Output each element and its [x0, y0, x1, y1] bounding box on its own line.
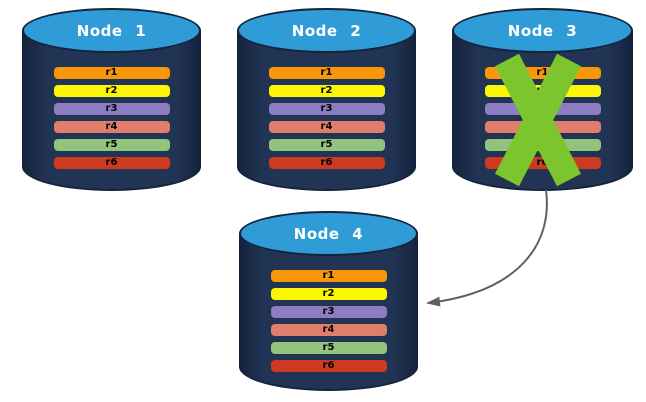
cylinder-top: Node 1 — [22, 8, 201, 53]
replica-row: r6 — [268, 157, 385, 169]
replica-row: r3 — [268, 103, 385, 115]
row-label: r2 — [105, 85, 118, 96]
replica-row: r2 — [268, 85, 385, 97]
row-label: r1 — [320, 67, 333, 78]
row-stack: r1 r2 r3 r4 r5 r6 — [22, 67, 201, 169]
replica-row: r5 — [270, 342, 387, 354]
replica-row: r6 — [270, 360, 387, 372]
database-node: Node 2 r1 r2 r3 r4 r5 r6 — [237, 8, 416, 191]
replica-row: r4 — [270, 324, 387, 336]
cylinder-top: Node 4 — [239, 211, 418, 256]
row-label: r3 — [320, 103, 333, 114]
row-stack: r1 r2 r3 r4 r5 r6 — [239, 270, 418, 372]
row-label: r5 — [105, 139, 118, 150]
replica-row: r6 — [53, 157, 170, 169]
row-label: r2 — [322, 288, 335, 299]
replica-row: r3 — [270, 306, 387, 318]
node-title: Node 4 — [293, 224, 364, 243]
replica-row: r4 — [53, 121, 170, 133]
replica-row: r3 — [53, 103, 170, 115]
row-label: r5 — [320, 139, 333, 150]
row-label: r4 — [105, 121, 118, 132]
replica-row: r5 — [53, 139, 170, 151]
row-label: r6 — [320, 157, 333, 168]
replica-row: r2 — [270, 288, 387, 300]
row-label: r5 — [322, 342, 335, 353]
row-label: r6 — [536, 157, 549, 168]
node-title: Node 3 — [507, 21, 578, 40]
replica-row: r1 — [53, 67, 170, 79]
row-label: r1 — [536, 67, 549, 78]
row-label: r4 — [320, 121, 333, 132]
row-label: r3 — [322, 306, 335, 317]
database-node: Node 1 r1 r2 r3 r4 r5 r6 — [22, 8, 201, 191]
failure-x-icon — [495, 53, 581, 187]
row-label: r2 — [320, 85, 333, 96]
replica-row: r1 — [268, 67, 385, 79]
replica-row: r4 — [268, 121, 385, 133]
replica-row: r5 — [268, 139, 385, 151]
row-stack: r1 r2 r3 r4 r5 r6 — [237, 67, 416, 169]
row-label: r1 — [322, 270, 335, 281]
row-label: r3 — [105, 103, 118, 114]
failover-arrow-path — [426, 189, 548, 307]
row-label: r4 — [322, 324, 335, 335]
node-title: Node 2 — [291, 21, 362, 40]
cylinder-top: Node 2 — [237, 8, 416, 53]
node-title: Node 1 — [76, 21, 147, 40]
cylinder-top: Node 3 — [452, 8, 633, 53]
replica-row: r2 — [53, 85, 170, 97]
database-node: Node 4 r1 r2 r3 r4 r5 r6 — [239, 211, 418, 391]
row-label: r1 — [105, 67, 118, 78]
replica-row: r1 — [270, 270, 387, 282]
row-label: r6 — [105, 157, 118, 168]
row-label: r6 — [322, 360, 335, 371]
